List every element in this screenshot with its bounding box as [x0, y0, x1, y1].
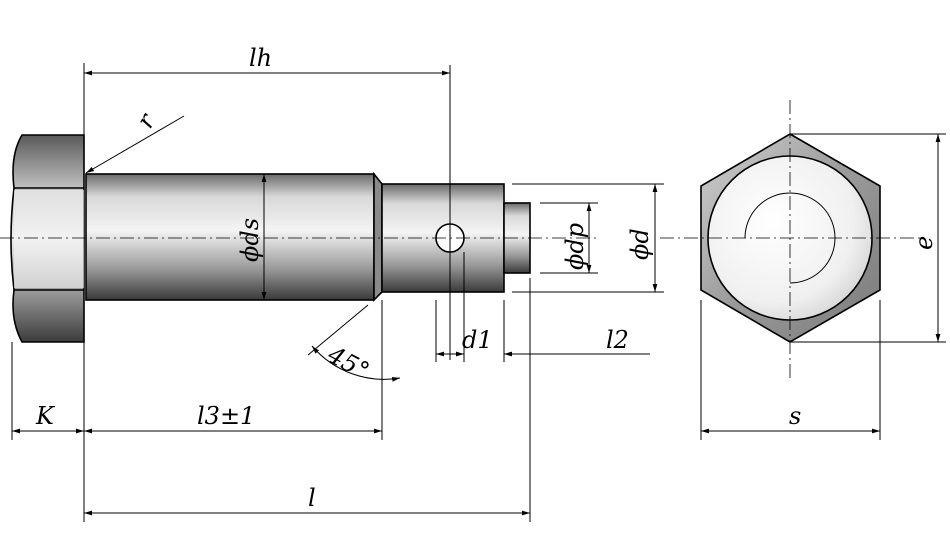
label-l3: l3±1 [197, 402, 255, 430]
label-l: l [308, 484, 316, 512]
label-l2: l2 [606, 326, 629, 354]
dimension-lines [11, 63, 946, 522]
end-view [660, 100, 920, 380]
label-angle: 45° [322, 340, 374, 385]
label-ds: ϕds [236, 218, 264, 262]
side-view [0, 65, 600, 360]
bolt-shank [85, 171, 383, 302]
label-d1: d1 [462, 326, 493, 354]
bolt-head-side [10, 134, 85, 343]
label-e: e [910, 236, 938, 250]
label-d: ϕd [626, 228, 654, 260]
label-lh: lh [249, 44, 272, 72]
label-k: K [35, 402, 56, 430]
label-dp: ϕdp [561, 223, 589, 270]
label-r: r [131, 108, 162, 133]
label-s: s [789, 402, 801, 430]
thread-arc [744, 192, 836, 284]
